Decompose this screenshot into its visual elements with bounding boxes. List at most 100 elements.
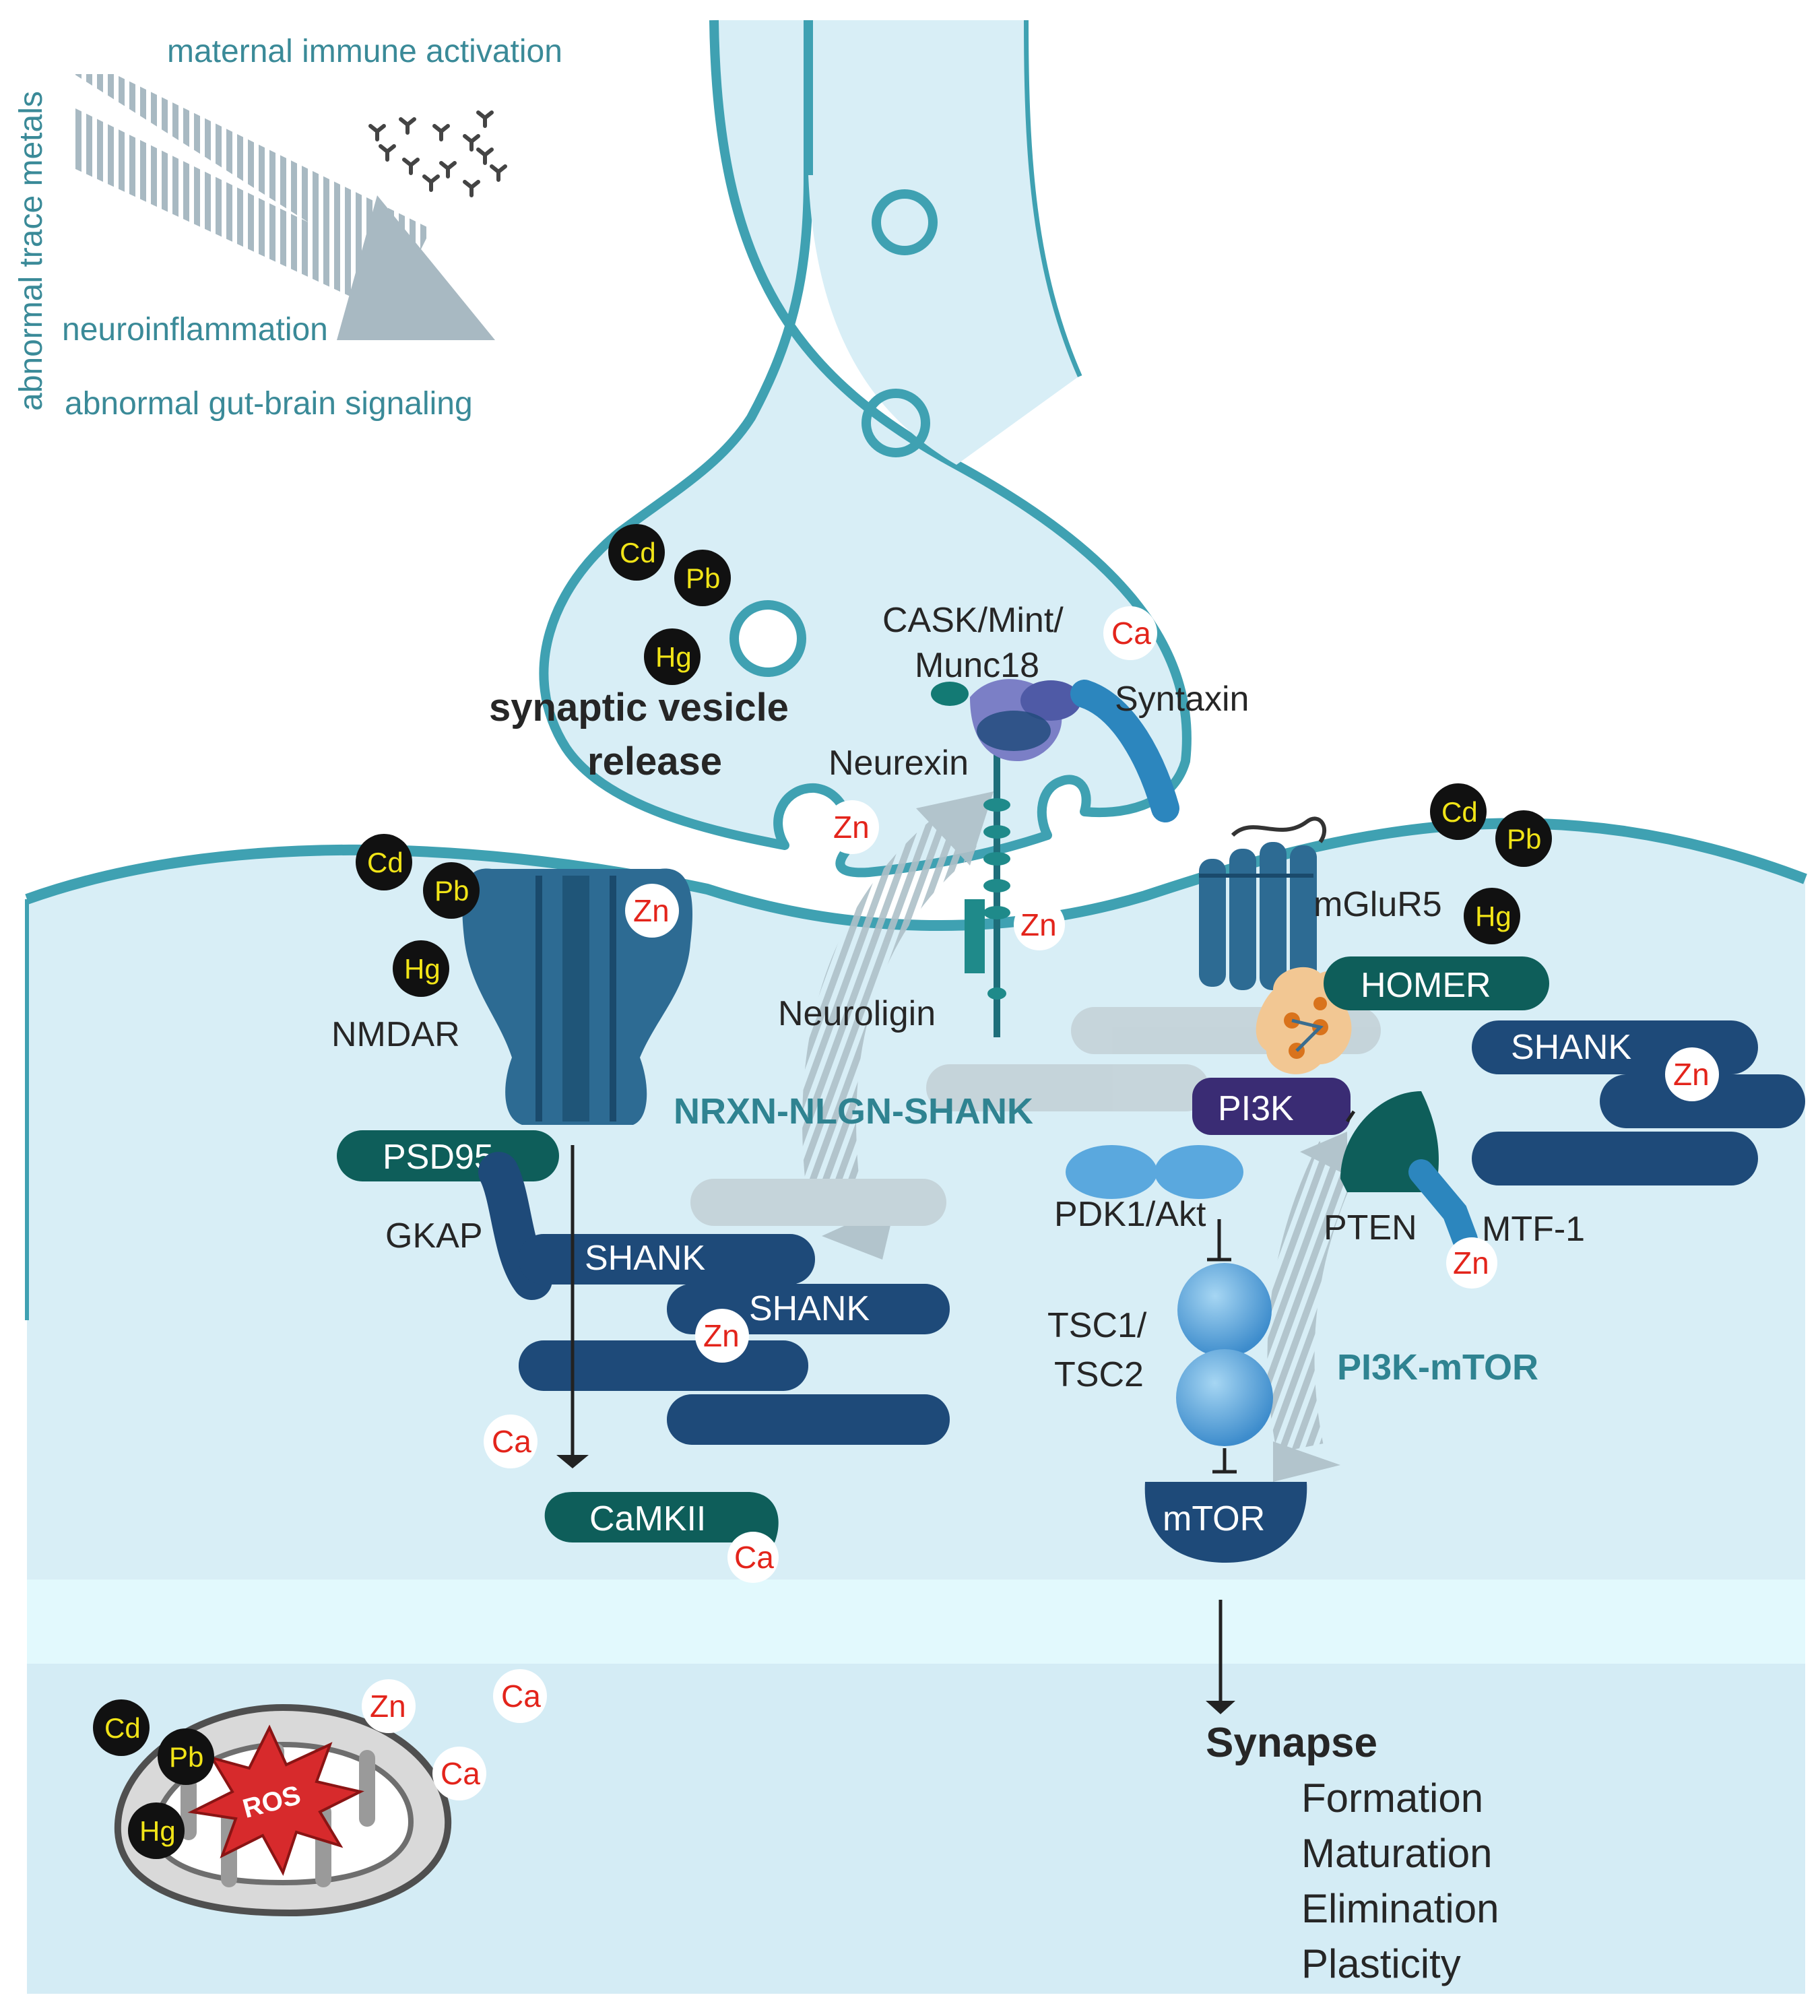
zn-ion-badge: Zn bbox=[625, 884, 679, 938]
svg-text:Cd: Cd bbox=[620, 537, 656, 568]
label-release: release bbox=[587, 740, 722, 783]
label-mtf1: MTF-1 bbox=[1482, 1210, 1585, 1249]
axon-fill bbox=[808, 20, 1078, 465]
pi3k-protein bbox=[1192, 1078, 1351, 1135]
label-synaptic-vesicle: synaptic vesicle bbox=[489, 686, 789, 729]
hg-metal-badge: Hg bbox=[1464, 888, 1520, 944]
label-pdk1-akt: PDK1/Akt bbox=[1054, 1195, 1206, 1234]
outcome-elimination: Elimination bbox=[1301, 1886, 1499, 1931]
label-tsc1: TSC1/ bbox=[1047, 1306, 1147, 1345]
ca-ion-badge: Ca bbox=[727, 1532, 779, 1583]
label-gut-brain: abnormal gut-brain signaling bbox=[65, 386, 473, 422]
svg-text:Pb: Pb bbox=[1507, 823, 1541, 855]
antibody-icons bbox=[368, 110, 507, 197]
svg-text:Ca: Ca bbox=[441, 1756, 480, 1791]
cask-complex bbox=[931, 679, 1081, 761]
label-maternal-immune-activation: maternal immune activation bbox=[167, 34, 562, 69]
label-neuroligin: Neuroligin bbox=[778, 994, 936, 1033]
shank-left-3 bbox=[519, 1340, 808, 1391]
mtor-protein bbox=[1144, 1482, 1307, 1563]
label-neuroinflammation: neuroinflammation bbox=[62, 312, 328, 348]
cd-metal-badge: Cd bbox=[93, 1699, 150, 1756]
label-munc18: Munc18 bbox=[915, 646, 1039, 685]
mglur5-receptor bbox=[1199, 816, 1326, 990]
label-cask: CASK/Mint/ bbox=[882, 601, 1064, 640]
svg-text:Ca: Ca bbox=[734, 1540, 774, 1575]
label-homer: HOMER bbox=[1361, 966, 1491, 1005]
svg-text:Hg: Hg bbox=[1475, 901, 1512, 932]
outcome-formation: Formation bbox=[1301, 1776, 1483, 1821]
nmdar-channel bbox=[462, 868, 692, 1125]
svg-text:Cd: Cd bbox=[1441, 796, 1478, 828]
label-neurexin: Neurexin bbox=[828, 744, 969, 783]
label-nrxn-nlgn-shank: NRXN-NLGN-SHANK bbox=[674, 1091, 1033, 1132]
cd-metal-badge: Cd bbox=[1430, 783, 1487, 840]
shank-right-3 bbox=[1472, 1132, 1758, 1185]
ros-burst bbox=[187, 1724, 364, 1876]
label-pi3k: PI3K bbox=[1218, 1089, 1294, 1128]
label-mglur5: mGluR5 bbox=[1313, 885, 1442, 924]
vesicle bbox=[729, 600, 806, 677]
mtor-to-synapse-arrow bbox=[1206, 1600, 1235, 1714]
ca-ion-badge: Ca bbox=[493, 1669, 547, 1723]
label-psd95: PSD95 bbox=[383, 1138, 494, 1177]
label-shank-1: SHANK bbox=[585, 1239, 705, 1278]
label-pi3k-mtor: PI3K-mTOR bbox=[1337, 1347, 1538, 1388]
svg-text:Pb: Pb bbox=[169, 1741, 203, 1773]
svg-text:Zn: Zn bbox=[370, 1689, 406, 1724]
outcome-plasticity: Plasticity bbox=[1301, 1941, 1461, 1986]
tsc1-protein bbox=[1177, 1263, 1272, 1357]
label-pten: PTEN bbox=[1324, 1208, 1417, 1247]
trigger-arrow bbox=[74, 74, 495, 340]
pdk1-protein bbox=[1066, 1145, 1157, 1199]
svg-text:Zn: Zn bbox=[1453, 1245, 1489, 1280]
svg-text:Ca: Ca bbox=[492, 1424, 531, 1459]
nmdar-arrow bbox=[556, 1145, 589, 1468]
label-camkii: CaMKII bbox=[589, 1499, 706, 1538]
outcome-maturation: Maturation bbox=[1301, 1831, 1492, 1876]
syntaxin-protein bbox=[1070, 680, 1179, 822]
svg-text:Zn: Zn bbox=[1673, 1057, 1710, 1092]
pb-metal-badge: Pb bbox=[158, 1728, 214, 1785]
vesicle bbox=[862, 389, 930, 457]
hg-metal-badge: Hg bbox=[644, 628, 701, 685]
zn-ion-badge: Zn bbox=[362, 1679, 416, 1733]
svg-text:Pb: Pb bbox=[686, 562, 720, 594]
svg-text:Ca: Ca bbox=[501, 1679, 541, 1714]
ca-ion-badge: Ca bbox=[1103, 606, 1157, 660]
label-abnormal-trace-metals: abnormal trace metals bbox=[13, 91, 49, 411]
pb-metal-badge: Pb bbox=[674, 550, 731, 606]
zn-ion-badge: Zn bbox=[1446, 1237, 1497, 1289]
hg-metal-badge: Hg bbox=[393, 940, 449, 997]
camkii-protein bbox=[544, 1492, 779, 1542]
shank-right-2 bbox=[1600, 1074, 1805, 1128]
pb-metal-badge: Pb bbox=[423, 862, 480, 919]
akt-protein bbox=[1155, 1145, 1243, 1199]
homer-protein bbox=[1324, 956, 1549, 1010]
label-tsc2: TSC2 bbox=[1054, 1355, 1144, 1394]
svg-text:Zn: Zn bbox=[1020, 907, 1057, 942]
svg-text:Pb: Pb bbox=[434, 875, 469, 907]
svg-text:Hg: Hg bbox=[139, 1815, 176, 1847]
tsc2-protein bbox=[1176, 1349, 1273, 1446]
shank-left-4 bbox=[667, 1394, 950, 1445]
cd-metal-badge: Cd bbox=[356, 834, 412, 890]
nrxn-arrow bbox=[690, 791, 1209, 1260]
shank-left-1 bbox=[519, 1234, 815, 1285]
ca-ion-badge: Ca bbox=[432, 1747, 486, 1800]
intercellular-band bbox=[27, 1580, 1805, 1664]
zn-ion-badge: Zn bbox=[825, 800, 879, 854]
svg-text:Ca: Ca bbox=[1111, 616, 1151, 651]
label-gkap: GKAP bbox=[385, 1216, 483, 1256]
label-shank-2: SHANK bbox=[749, 1289, 870, 1328]
label-nmdar: NMDAR bbox=[331, 1015, 460, 1054]
zn-ion-badge: Zn bbox=[1014, 899, 1065, 950]
svg-text:Cd: Cd bbox=[104, 1712, 141, 1744]
vesicle bbox=[872, 189, 938, 255]
svg-text:Hg: Hg bbox=[404, 953, 441, 985]
label-synapse: Synapse bbox=[1206, 1720, 1377, 1766]
ca-ion-badge: Ca bbox=[484, 1415, 538, 1468]
pb-metal-badge: Pb bbox=[1495, 810, 1552, 867]
mtf1-protein bbox=[1408, 1159, 1478, 1252]
pten-inhibit-line bbox=[1345, 1110, 1356, 1123]
